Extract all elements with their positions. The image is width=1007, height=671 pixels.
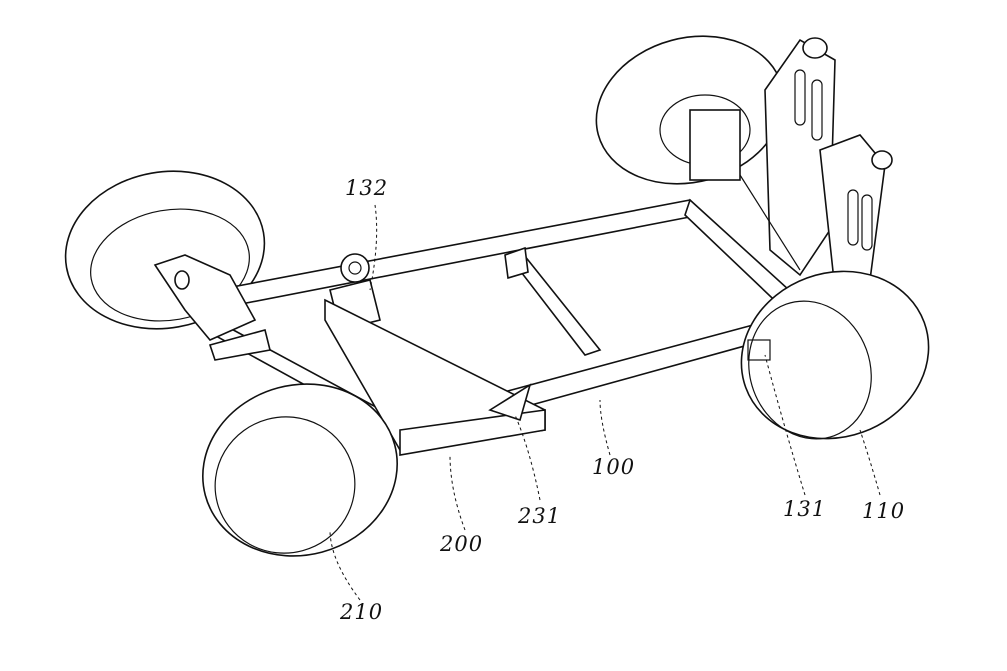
wheel-210 (202, 383, 398, 557)
label-110: 110 (862, 499, 906, 523)
wheel-110 (740, 270, 930, 440)
seat-brackets (689, 37, 893, 292)
leader-210 (329, 529, 361, 601)
label-132: 132 (345, 176, 389, 200)
label-210: 210 (340, 600, 384, 624)
leader-100 (599, 399, 611, 456)
front-frame-200 (208, 298, 546, 456)
label-231: 231 (518, 504, 562, 528)
label-131: 131 (783, 497, 827, 521)
label-100: 100 (592, 455, 636, 479)
leader-200 (449, 454, 466, 531)
leader-131 (764, 354, 806, 496)
leader-110 (859, 429, 881, 496)
leader-231 (514, 414, 541, 501)
leader-132 (369, 204, 378, 291)
label-200: 200 (440, 532, 484, 556)
